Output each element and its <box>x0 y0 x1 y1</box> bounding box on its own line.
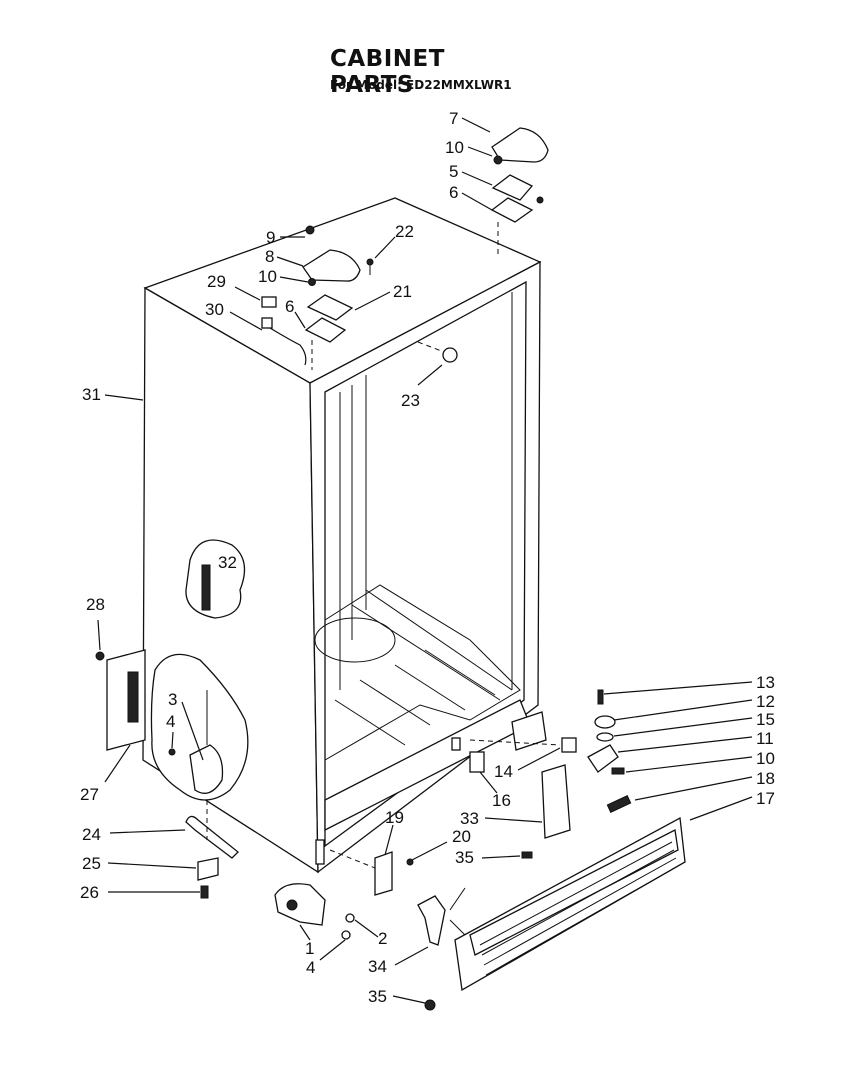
callout-label: 23 <box>401 391 420 410</box>
kick-plate <box>424 764 686 1011</box>
center-brackets <box>374 851 466 946</box>
callout-label: 27 <box>80 785 99 804</box>
callout-label: 35 <box>455 848 474 867</box>
top-right-hinge <box>490 127 549 255</box>
top-left-hinge <box>261 225 458 370</box>
callout-label: 15 <box>756 710 775 729</box>
callout-label: 8 <box>265 247 274 266</box>
callout-label: 34 <box>368 957 387 976</box>
callout-label: 17 <box>756 789 775 808</box>
callout-label: 18 <box>756 769 775 788</box>
callout-label: 2 <box>378 929 387 948</box>
callout-label: 22 <box>395 222 414 241</box>
page-title: CABINET PARTS <box>330 46 445 98</box>
right-hinge <box>469 689 625 775</box>
bottom-hinge <box>274 849 381 940</box>
callout-label: 14 <box>494 762 513 781</box>
callout-label: 32 <box>218 553 237 572</box>
callout-label: 4 <box>306 958 315 977</box>
callout-label: 26 <box>80 883 99 902</box>
callout-label: 35 <box>368 987 387 1006</box>
model-subtitle: For Model: ED22MMXLWR1 <box>330 78 512 92</box>
callout-label: 3 <box>168 690 177 709</box>
callout-label: 19 <box>385 808 404 827</box>
callout-label: 12 <box>756 692 775 711</box>
callout-label: 25 <box>82 854 101 873</box>
callout-label: 33 <box>460 809 479 828</box>
left-bracket <box>95 649 146 751</box>
callout-labels: 7 10 5 6 9 22 8 10 29 21 30 6 23 31 32 2… <box>80 109 775 1006</box>
callout-label: 31 <box>82 385 101 404</box>
callout-label: 9 <box>266 228 275 247</box>
side-cutouts <box>150 539 249 801</box>
callout-label: 29 <box>207 272 226 291</box>
callout-label: 21 <box>393 282 412 301</box>
callout-label: 1 <box>305 939 314 958</box>
callout-label: 13 <box>756 673 775 692</box>
callout-label: 6 <box>285 297 294 316</box>
callout-label: 10 <box>445 138 464 157</box>
callout-label: 10 <box>756 749 775 768</box>
callout-label: 30 <box>205 300 224 319</box>
callout-label: 6 <box>449 183 458 202</box>
bottom-left-parts <box>185 800 239 899</box>
callout-label: 10 <box>258 267 277 286</box>
callout-label: 11 <box>756 729 774 748</box>
callout-label: 5 <box>449 162 458 181</box>
callout-label: 20 <box>452 827 471 846</box>
callout-label: 28 <box>86 595 105 614</box>
leader-lines <box>97 117 753 1004</box>
callout-label: 16 <box>492 791 511 810</box>
callout-label: 24 <box>82 825 101 844</box>
callout-label: 7 <box>449 109 458 128</box>
cabinet-shell <box>142 197 547 874</box>
callout-label: 4 <box>166 712 175 731</box>
